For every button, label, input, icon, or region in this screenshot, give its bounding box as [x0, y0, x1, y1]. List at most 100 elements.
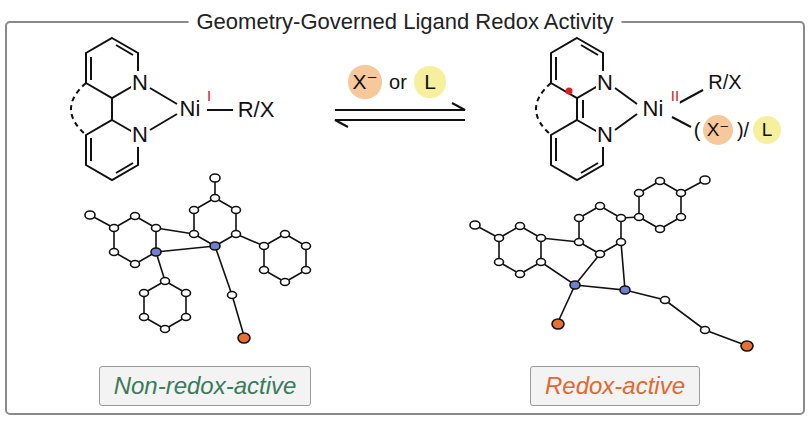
crystal-structure-left-part [232, 207, 241, 214]
crystal-structure-left-part [161, 278, 170, 285]
crystal-structure-left-part [281, 231, 290, 238]
radical-ligand-structure-part [581, 163, 598, 173]
crystal-structure-left-part [190, 207, 199, 214]
crystal-structure-right-part [575, 215, 584, 222]
chemical-label: N [131, 123, 149, 147]
crystal-structure-right-part [656, 226, 665, 233]
crystal-structure-left-part [281, 279, 290, 286]
crystal-structure-right-part [499, 226, 541, 274]
crystal-structure-right-part [495, 235, 504, 242]
crystal-structure-left-part [110, 249, 119, 256]
ligand-circle: L [753, 116, 782, 145]
crystal-structure-right-part [516, 271, 525, 278]
radical-ligand-structure-part [536, 83, 551, 135]
crystal-structure-left-part [190, 231, 199, 238]
crystal-structure-right-part [700, 176, 710, 184]
species-label: X⁻ [707, 120, 730, 141]
equilibrium-arrows-part [335, 120, 465, 127]
crystal-structure-right-part [635, 190, 644, 197]
radical-ligand-structure-part [555, 138, 557, 161]
status-box: Non-redox-active [99, 366, 312, 406]
crystal-structure-right-part [516, 223, 525, 230]
crystal-structure-left-part [232, 231, 241, 238]
crystal-structure-right-part [558, 285, 575, 322]
crystal-structure-left-part [85, 211, 95, 219]
ligand-structure-part [116, 163, 133, 173]
ligand-structure-part [90, 138, 92, 161]
crystal-structure-left [85, 174, 311, 343]
crystal-structure-left-part [302, 243, 311, 250]
crystal-structure-right-part [625, 290, 745, 345]
crystal-structure-left-part [211, 195, 220, 202]
status-box: Redox-active [530, 366, 700, 406]
figure-title: Geometry-Governed Ligand Redox Activity [189, 10, 622, 34]
equilibrium-arrows-part [335, 103, 465, 110]
crystal-structure-left-part [131, 213, 140, 220]
crystal-structure-left-part [152, 225, 161, 232]
crystal-structure-right-part [677, 214, 686, 221]
anion-circle: X⁻ [348, 65, 381, 98]
radical-ligand-structure-part [581, 45, 598, 55]
crystal-structure-right-part [552, 319, 564, 329]
ligand-structure-part [111, 98, 113, 120]
crystal-structure-right-part [537, 235, 546, 242]
chemical-label: R/X [237, 98, 276, 122]
crystal-structure-left-part [210, 174, 220, 182]
crystal-structure-left-part [194, 198, 236, 246]
chemical-label: II [670, 88, 680, 105]
ligand-circle: L [414, 66, 445, 97]
crystal-structure-right-part [470, 221, 480, 229]
crystal-structure-left-part [260, 243, 269, 250]
crystal-structure-right-part [596, 251, 605, 258]
ligand-structure [71, 38, 233, 180]
crystal-structure-right-part [661, 297, 670, 304]
crystal-structure-left-part [110, 225, 119, 232]
crystal-structure-left-part [260, 267, 269, 274]
radical-ligand-structure-part [672, 117, 691, 127]
radical-dot [566, 88, 573, 95]
equilibrium-arrows [335, 103, 465, 127]
ligand-structure-part [150, 88, 177, 104]
crystal-structure-right-part [701, 327, 710, 334]
crystal-structure-right-part [620, 286, 630, 294]
crystal-structure-right-part [677, 190, 686, 197]
chemical-label: N [596, 123, 614, 147]
chemical-label: or [388, 71, 408, 93]
crystal-structure-right-part [579, 206, 621, 254]
crystal-structure-right-part [575, 239, 584, 246]
chemical-label: R/X [707, 71, 742, 93]
chemical-label: N [131, 71, 149, 95]
crystal-structure-left-part [140, 314, 149, 321]
crystal-structure-right-part [656, 178, 665, 185]
crystal-structure-left-part [215, 246, 244, 336]
ligand-structure-part [90, 57, 92, 80]
crystal-structure-left-part [156, 246, 215, 252]
ligand-structure-part [71, 83, 86, 135]
species-label: X⁻ [352, 70, 377, 93]
crystal-structure-left-part [228, 292, 237, 299]
crystal-structure-left-part [131, 261, 140, 268]
chemical-label: I [206, 88, 212, 105]
crystal-structure-left-part [182, 314, 191, 321]
crystal-structure-left-part [182, 290, 191, 297]
radical-ligand-structure-part [582, 100, 584, 118]
crystal-structure-left-part [264, 234, 306, 282]
crystal-structure-right-part [617, 239, 626, 246]
crystal-structure-right-part [570, 281, 580, 289]
ligand-structure-part [207, 109, 233, 111]
chemical-label: N [596, 71, 614, 95]
crystal-structure-right-part [537, 259, 546, 266]
radical-ligand-structure-part [615, 88, 637, 104]
radical-ligand-structure-part [576, 98, 578, 120]
crystal-structure-right-part [470, 176, 710, 334]
radical-ligand-structure-part [555, 57, 557, 80]
crystal-structure-left-part [302, 267, 311, 274]
crystal-structure-right-part [617, 215, 626, 222]
chemical-label: Ni [179, 97, 202, 121]
status-label: Non-redox-active [114, 373, 297, 399]
crystal-structure-right-part [596, 203, 605, 210]
radical-ligand-structure-part [679, 90, 703, 103]
status-label: Redox-active [545, 373, 685, 399]
chemical-label: Ni [642, 97, 665, 121]
crystal-structure-right-part [495, 259, 504, 266]
